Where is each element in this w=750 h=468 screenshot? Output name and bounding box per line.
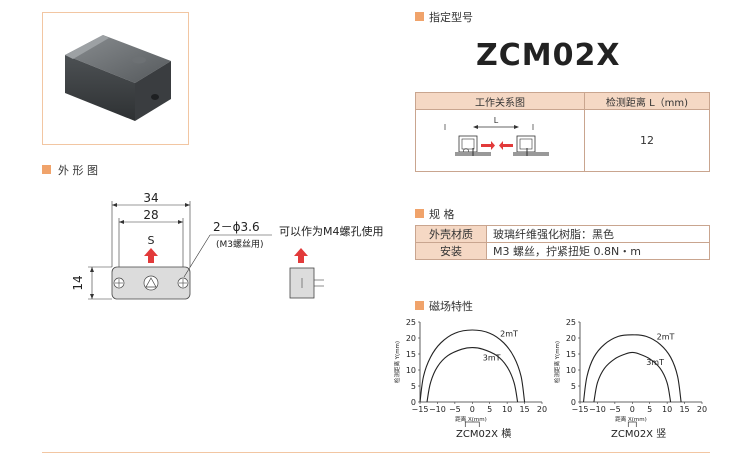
section-title-spec: 规 格 — [429, 208, 455, 221]
y-tick-label: 10 — [406, 366, 416, 375]
x-tick-label: −10 — [429, 405, 446, 414]
x-tick-label: 0 — [630, 405, 635, 414]
series-line-2mT — [582, 334, 682, 403]
y-tick-label: 15 — [406, 350, 416, 359]
x-tick-label: 15 — [519, 405, 529, 414]
x-tick-label: −15 — [412, 405, 429, 414]
y-tick-label: 20 — [406, 334, 416, 343]
x-axis-label: 距离 X(mm) — [615, 415, 647, 423]
y-tick-label: 5 — [571, 382, 576, 391]
y-tick-label: 10 — [566, 366, 576, 375]
series-label: 2mT — [657, 333, 675, 342]
x-tick-label: 10 — [662, 405, 672, 414]
sensor-orientation-icon — [627, 421, 637, 427]
x-tick-label: −5 — [449, 405, 461, 414]
section-title-shape: 外 形 图 — [58, 164, 98, 177]
section-marker — [415, 12, 424, 21]
y-tick-label: 0 — [571, 398, 576, 407]
relation-dim-label: L — [494, 116, 499, 125]
x-tick-label: −15 — [572, 405, 589, 414]
section-marker — [415, 301, 424, 310]
series-label: 2mT — [500, 329, 518, 338]
section-title-magnetic: 磁场特性 — [429, 300, 473, 313]
x-tick-label: 5 — [487, 405, 492, 414]
y-tick-label: 15 — [566, 350, 576, 359]
up-arrow-icon — [144, 248, 158, 263]
sensor-orientation-icon — [464, 421, 480, 427]
x-axis-label: 距离 X(mm) — [455, 415, 487, 423]
y-axis-label: 检测距离 Y(mm) — [393, 341, 401, 383]
x-tick-label: 15 — [679, 405, 689, 414]
up-arrow-icon — [294, 248, 308, 263]
bottom-divider — [42, 452, 710, 453]
x-tick-label: −5 — [609, 405, 621, 414]
dim-34: 34 — [143, 191, 158, 205]
x-tick-label: −10 — [589, 405, 606, 414]
dim-28: 28 — [143, 208, 158, 222]
relation-diagram: L — [444, 116, 549, 156]
x-tick-label: 5 — [647, 405, 652, 414]
spec-table: 外壳材质 玻璃纤维强化树脂：黑色 安装 M3 螺丝，拧紧扭矩 0.8N・m — [415, 225, 710, 260]
spec-key: 外壳材质 — [415, 225, 487, 243]
relation-diagram-cell: L — [415, 109, 585, 172]
y-axis-label: 检测距离 Y(mm) — [553, 341, 561, 383]
spec-row: 安装 M3 螺丝，拧紧扭矩 0.8N・m — [415, 242, 710, 260]
y-tick-label: 25 — [566, 318, 576, 327]
product-photo — [65, 35, 171, 121]
x-tick-label: 20 — [697, 405, 707, 414]
chart-vertical: 0 5 10 15 20 25 −15−10−5 0 5 10 15 20 距离 X(mm) 检测距离 Y… — [553, 318, 707, 427]
relation-col-diagram: 工作关系图 — [415, 92, 585, 110]
series-line-3mT — [593, 351, 672, 403]
x-tick-label: 10 — [502, 405, 512, 414]
relation-table: 工作关系图 检测距离 L（mm) L — [415, 92, 710, 172]
series-line-2mT — [419, 329, 526, 403]
relation-col-distance: 检测距离 L（mm) — [584, 92, 710, 110]
hole-sub: (M3螺丝用) — [216, 238, 264, 250]
section-title-model: 指定型号 — [429, 11, 473, 24]
series-label: 3mT — [483, 353, 501, 362]
spec-key: 安装 — [415, 242, 487, 260]
spec-row: 外壳材质 玻璃纤维强化树脂：黑色 — [415, 225, 710, 243]
y-tick-label: 25 — [406, 318, 416, 327]
spec-value: 玻璃纤维强化树脂：黑色 — [486, 225, 710, 243]
section-marker — [42, 165, 51, 174]
y-tick-label: 20 — [566, 334, 576, 343]
chart-caption-horizontal: ZCM02X 横 — [456, 429, 512, 440]
model-name: ZCM02X — [476, 38, 621, 73]
dim-14: 14 — [71, 275, 85, 290]
x-tick-label: 20 — [537, 405, 547, 414]
series-line-3mT — [426, 347, 519, 403]
relation-distance-value: 12 — [584, 109, 710, 172]
dimension-drawing: 34 28 S 14 2－ϕ3.6 (M3螺丝用) 可以作为M4螺孔使用 — [71, 191, 384, 300]
chart-caption-vertical: ZCM02X 竖 — [611, 429, 667, 440]
series-label: 3mT — [646, 358, 664, 367]
y-tick-label: 5 — [411, 382, 416, 391]
y-tick-label: 0 — [411, 398, 416, 407]
m4-note: 可以作为M4螺孔使用 — [279, 225, 384, 238]
x-tick-label: 0 — [470, 405, 475, 414]
product-photo-frame — [42, 12, 189, 145]
chart-horizontal: 0 5 10 15 20 25 −15−10−5 0 5 10 15 20 距离 X(mm) 检测距离 Y… — [393, 318, 547, 427]
spec-value: M3 螺丝，拧紧扭矩 0.8N・m — [486, 242, 710, 260]
pole-label: S — [148, 234, 155, 247]
section-marker — [415, 209, 424, 218]
hole-spec: 2－ϕ3.6 — [213, 220, 260, 234]
